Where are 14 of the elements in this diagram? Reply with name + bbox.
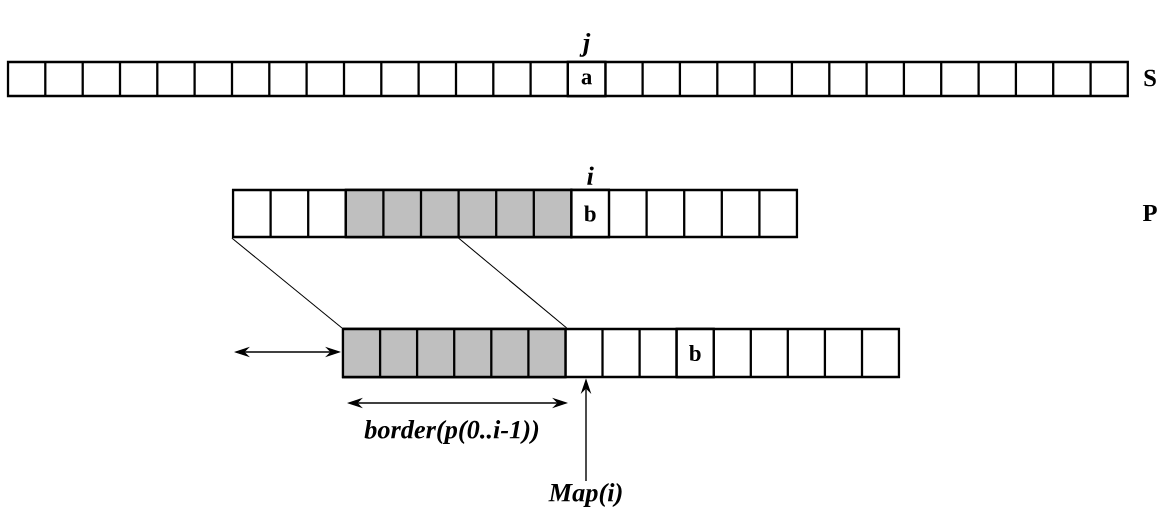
pointer-label: Map(i) — [548, 483, 622, 507]
array-name: S — [1144, 69, 1156, 87]
cell-array — [6, 60, 1129, 98]
array-name: P — [1142, 204, 1157, 222]
letter-cell: b — [570, 188, 611, 239]
letter-cell: b — [675, 327, 715, 379]
projection-line — [458, 237, 568, 329]
dimension-label: border(p(0..i-1)) — [364, 420, 539, 444]
shaded-cells — [344, 188, 573, 239]
projection-line — [231, 237, 343, 329]
index-label: i — [587, 166, 594, 185]
shaded-cells — [341, 327, 567, 379]
letter-cell: a — [566, 60, 607, 98]
index-label: j — [579, 32, 591, 57]
